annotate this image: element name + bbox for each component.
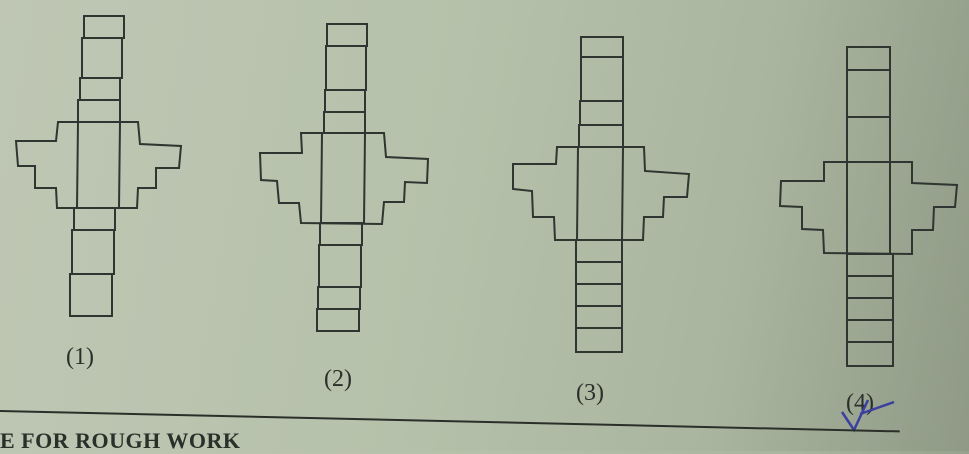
checkmark-icon [840,399,895,433]
rough-work-heading: E FOR ROUGH WORK [0,428,241,453]
option-1-label[interactable]: (1) [66,344,94,370]
option-2-label[interactable]: (2) [324,366,352,392]
option-3-label[interactable]: (3) [576,380,604,406]
